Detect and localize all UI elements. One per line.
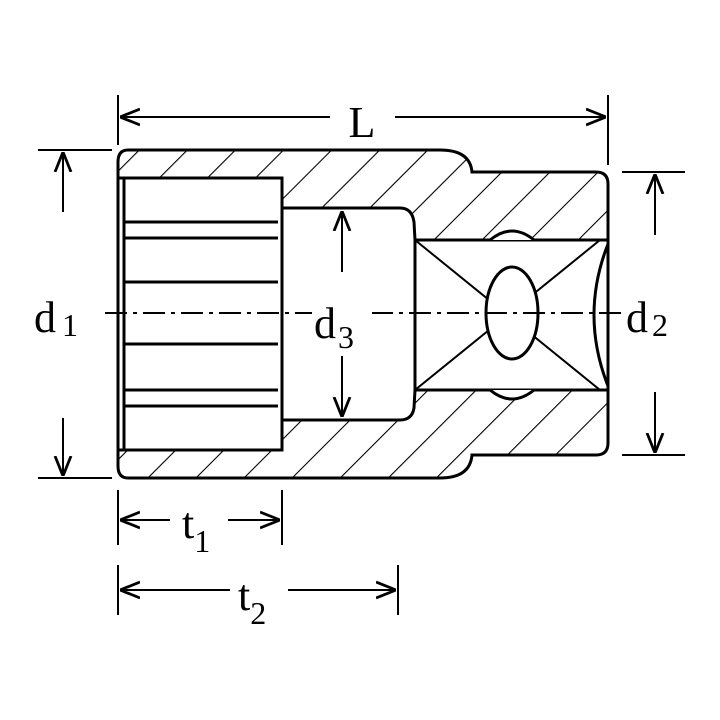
- square-drive: [413, 229, 610, 401]
- label-L: L: [349, 98, 376, 147]
- label-t2: t2: [238, 571, 266, 631]
- dimension-L: [117, 95, 609, 165]
- dimension-t2: [117, 565, 399, 615]
- twelve-point-bore: [116, 176, 284, 452]
- label-d3: d3: [314, 299, 354, 355]
- dimension-t1: [117, 490, 283, 545]
- dimension-d2: [622, 171, 685, 456]
- dimension-d1: [38, 149, 112, 479]
- label-t1: t1: [182, 499, 210, 559]
